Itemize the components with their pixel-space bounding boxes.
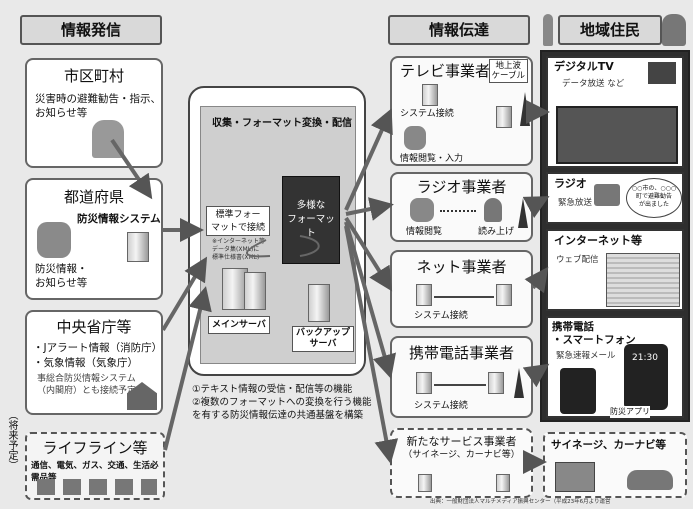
mobile-system-label: システム接続 — [414, 401, 468, 411]
header-residents: 地域住民 — [558, 15, 662, 45]
lifeline-text: 通信、電気、ガス、交通、生活必需品等 — [31, 461, 159, 483]
hub-notes: ①テキスト情報の受信・配信等の機能 ②複数のフォーマットへの変換を行う機能 を有… — [192, 383, 374, 422]
radio-view-label: 情報閲覧 — [406, 227, 443, 237]
phone-icon — [560, 368, 596, 414]
resident-mobile-title: 携帯電話 ・スマートフォン — [552, 321, 636, 346]
resident-radio-sub: 緊急放送 — [558, 198, 593, 208]
mobile-antenna-icon — [514, 368, 524, 398]
tv-operator-icon — [404, 126, 426, 150]
resident-signage-title: サイネージ、カーナビ等 — [551, 439, 666, 451]
lifeline-icons — [37, 479, 157, 495]
resident-tv-box: デジタルTV データ放送 など — [546, 56, 684, 168]
main-server-icon-2 — [244, 272, 266, 310]
backup-server-icon — [308, 284, 330, 322]
smartphone-time: 21:30 — [632, 353, 658, 363]
hub-standard: 標準フォー マットで接続 — [210, 210, 265, 233]
tv-server-icon — [422, 84, 438, 106]
tv-carrier-box: テレビ事業者 地上波 ケーブル システム接続 情報閲覧・入力 — [390, 56, 533, 166]
resident-internet-sub: ウェブ配信 — [556, 255, 599, 265]
hub-note-2: ②複数のフォーマットへの変換を行う機能 — [192, 397, 372, 408]
resident-tv-sub: データ放送 など — [562, 79, 625, 89]
tv-antenna-icon — [520, 92, 530, 126]
radio-read-label: 読み上げ — [478, 227, 515, 237]
ministry-box: 中央省庁等 ・Jアラート情報（消防庁） ・気象情報（気象庁） 事総合防災情報シス… — [25, 310, 163, 415]
mobile-server-icon — [416, 372, 432, 394]
new-service-sub: （サイネージ、カーナビ等） — [403, 450, 520, 460]
tv-set-icon — [648, 62, 676, 84]
prefecture-title: 都道府県 — [63, 188, 124, 206]
municipality-title: 市区町村 — [63, 67, 124, 85]
hub-note-1: ①テキスト情報の受信・配信等の機能 — [192, 384, 353, 395]
new-server-icon-2 — [496, 474, 510, 492]
hub-standard-note: ※インターネット等 データ集(XML)に 標準仕様書(XML) — [212, 238, 266, 261]
credit: 出典：一般財団法人マルチメディア振興センター（平成23年6月より運営 — [430, 499, 611, 505]
mobile-connector — [434, 384, 486, 386]
radio-bubble: ○○市の、○○○ 町で避難勧告 が出ました — [626, 178, 682, 218]
resident-internet-box: インターネット等 ウェブ配信 — [546, 229, 684, 311]
net-connector — [434, 296, 494, 298]
tv-system-label: システム接続 — [400, 109, 454, 119]
net-system-label: システム接続 — [414, 311, 468, 321]
car-icon — [627, 470, 673, 490]
person-icon — [543, 14, 553, 46]
radio-carrier-box: ラジオ事業者 情報閲覧 読み上げ — [390, 172, 533, 242]
hub-title: 収集・フォーマット変換・配信 — [212, 118, 352, 129]
family-icon — [662, 14, 686, 46]
mobile-carrier-title: 携帯電話事業者 — [408, 344, 514, 362]
backup-server-label: バックアップ サーバ — [292, 326, 355, 352]
lifeline-box: ライフライン等 通信、電気、ガス、交通、生活必需品等 — [25, 432, 165, 500]
hub-note-3: を有する防災情報伝達の共通基盤を構築 — [192, 410, 364, 421]
resident-tv-title: デジタルTV — [554, 60, 614, 73]
hub-multi-format: 多様な フォーマット — [282, 176, 340, 264]
net-server-icon-2 — [496, 284, 512, 306]
resident-mobile-box: 携帯電話 ・スマートフォン 緊急速報メール 21:30 防災アプリ — [546, 316, 684, 418]
prefecture-system: 防災情報システム — [77, 213, 161, 225]
main-server-label: メインサーバ — [208, 316, 270, 334]
hub-box: 収集・フォーマット変換・配信 標準フォー マットで接続 ※インターネット等 デー… — [188, 86, 366, 376]
radio-device-icon — [594, 184, 620, 206]
tv-server-icon-2 — [496, 106, 512, 128]
lifeline-title: ライフライン等 — [42, 439, 148, 457]
radio-carrier-title: ラジオ事業者 — [416, 178, 507, 196]
tv-screen — [556, 106, 678, 164]
mobile-server-icon-2 — [488, 372, 504, 394]
signage-icon — [555, 462, 595, 492]
server-icon — [127, 232, 149, 262]
resident-signage-box: サイネージ、カーナビ等 — [543, 432, 687, 498]
resident-radio-title: ラジオ — [554, 177, 587, 190]
hub-standard-box: 標準フォー マットで接続 — [206, 206, 270, 236]
operator-icon — [37, 222, 71, 258]
mobile-carrier-box: 携帯電話事業者 システム接続 — [390, 336, 533, 418]
hub-multi-label: 多様な フォーマット — [287, 200, 335, 239]
header-transmission: 情報伝達 — [388, 15, 530, 45]
net-server-icon — [416, 284, 432, 306]
smartphone-icon — [624, 344, 668, 410]
net-carrier-title: ネット事業者 — [416, 258, 507, 276]
resident-internet-title: インターネット等 — [554, 234, 642, 247]
ministry-note: 事総合防災情報システム （内閣府）とも接続予定 — [37, 374, 137, 396]
radio-dots — [440, 210, 476, 212]
radio-operator-icon — [410, 198, 434, 222]
tv-action-label: 情報閲覧・入力 — [400, 154, 464, 164]
web-page-icon — [606, 253, 680, 307]
municipality-text: 災害時の避難勧告・指示、 お知らせ等 — [35, 93, 161, 119]
header-sender: 情報発信 — [20, 15, 162, 45]
ministry-title: 中央省庁等 — [56, 318, 132, 336]
ministry-item-1: ・Jアラート情報（消防庁） — [33, 342, 163, 354]
tv-carrier-tag: 地上波 ケーブル — [488, 59, 528, 83]
future-label: （将来予定） — [6, 410, 17, 470]
new-server-icon — [418, 474, 432, 492]
prefecture-text: 防災情報・ お知らせ等 — [35, 263, 88, 289]
ministry-item-2: ・気象情報（気象庁） — [33, 357, 138, 369]
tv-carrier-title: テレビ事業者 — [400, 62, 491, 80]
resident-mobile-sub: 緊急速報メール — [556, 351, 616, 361]
announcer-icon — [484, 198, 502, 222]
new-service-title: 新たなサービス事業者 — [406, 435, 517, 448]
resident-radio-box: ラジオ 緊急放送 ○○市の、○○○ 町で避難勧告 が出ました — [546, 172, 684, 224]
smartphone-caption: 防災アプリ — [610, 406, 650, 418]
